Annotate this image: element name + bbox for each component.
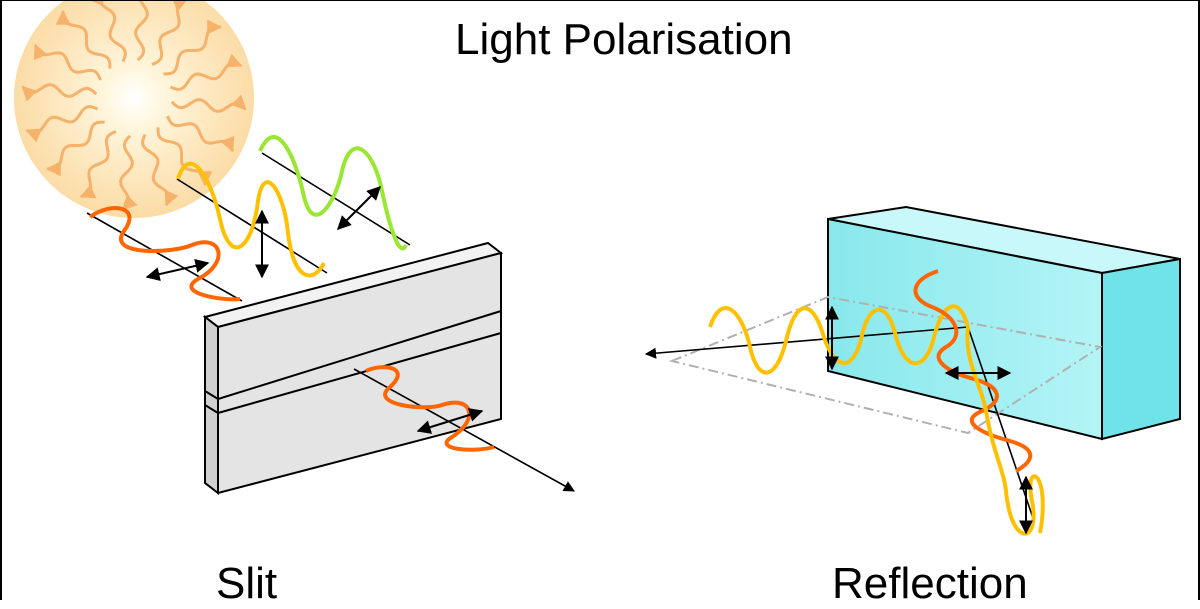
slit-transmitted-wave <box>353 365 575 492</box>
sun-ray <box>55 9 112 69</box>
wave-axis-line <box>86 212 243 302</box>
wave-axis-line <box>261 152 411 246</box>
double-headed-arrow-icon <box>145 258 210 282</box>
sun-rays <box>21 1 247 211</box>
sun-ray <box>21 83 98 102</box>
glass-block <box>827 205 1181 441</box>
sun-ray <box>141 133 179 207</box>
double-headed-arrow-icon <box>337 186 381 230</box>
slit-label: Slit <box>216 559 278 608</box>
sun-ray <box>89 1 127 63</box>
horizontal-polarised-wave <box>88 206 241 302</box>
sun-ray <box>25 105 99 143</box>
sun-ray <box>163 19 223 76</box>
slit-incoming-waves <box>86 135 411 302</box>
sun-ray <box>170 94 247 113</box>
sun-ray <box>33 43 102 81</box>
vertical-polarised-wave <box>176 161 326 278</box>
sun-ray <box>45 120 105 177</box>
sun-icon <box>14 1 254 218</box>
arrow-icon <box>644 326 969 359</box>
sun-ray <box>119 134 138 211</box>
vertical-polarised-wave <box>708 304 970 375</box>
sun-ray <box>79 130 117 199</box>
sun-ray <box>151 1 189 66</box>
reflection-rays <box>644 269 1045 536</box>
reflection-label: Reflection <box>832 559 1028 608</box>
plane-of-incidence <box>668 295 1103 435</box>
diagonal-polarised-wave <box>258 135 408 251</box>
double-headed-arrow-icon <box>416 408 484 434</box>
sun-ray <box>169 53 243 91</box>
sun-ray <box>166 115 235 153</box>
slit-filter-block <box>202 241 504 496</box>
sun-ray <box>130 1 149 62</box>
diagram-title: Light Polarisation <box>455 15 793 64</box>
horizontal-polarised-wave <box>365 365 495 452</box>
